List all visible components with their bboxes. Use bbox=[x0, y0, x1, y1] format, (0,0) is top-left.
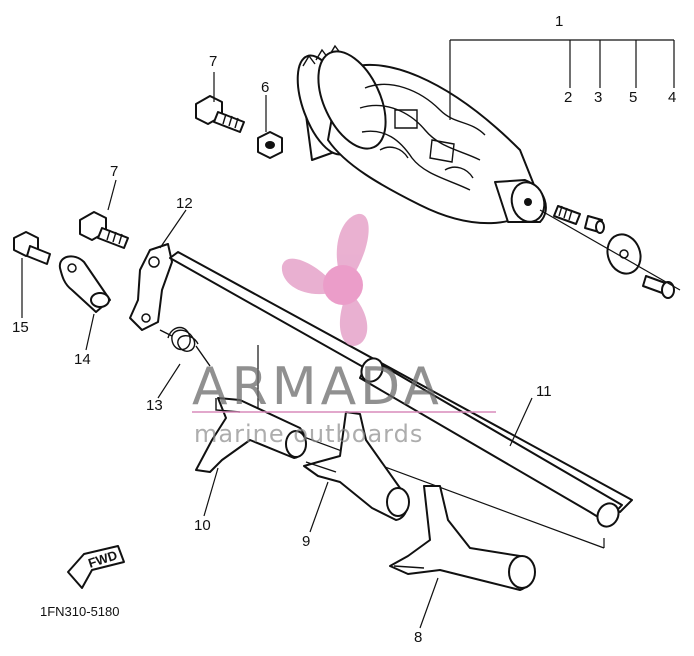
callout-3: 3 bbox=[594, 89, 602, 106]
callout-7-lower: 7 bbox=[110, 163, 118, 180]
plate-screw bbox=[642, 275, 675, 299]
callout-2: 2 bbox=[564, 89, 572, 106]
shift-drum bbox=[296, 44, 547, 225]
shift-fork-9 bbox=[303, 411, 410, 521]
callout-4: 4 bbox=[668, 89, 676, 106]
nut bbox=[257, 131, 283, 159]
callout-9: 9 bbox=[302, 533, 310, 550]
callout-1-bracket bbox=[449, 39, 675, 120]
watermark-subtitle: marine outboards bbox=[194, 420, 423, 448]
bolt-15 bbox=[13, 231, 51, 265]
shift-fork-8 bbox=[389, 485, 536, 591]
callout-10: 10 bbox=[194, 517, 211, 534]
shift-fork-shaft bbox=[169, 251, 633, 528]
callout-7-upper: 7 bbox=[209, 53, 217, 70]
callouts: 1 2 3 5 4 6 7 7 12 15 14 13 11 10 9 8 bbox=[12, 13, 676, 646]
callout-14: 14 bbox=[74, 351, 91, 368]
shift-fork-10 bbox=[195, 397, 307, 473]
callout-8: 8 bbox=[414, 629, 422, 646]
propeller-logo-icon bbox=[281, 213, 369, 346]
drum-pin-spring bbox=[553, 205, 581, 225]
callout-13: 13 bbox=[146, 397, 163, 414]
spring bbox=[159, 326, 211, 367]
stopper-lever bbox=[58, 255, 111, 313]
bolt-lower bbox=[79, 211, 129, 249]
diagram-code: 1FN310-5180 bbox=[40, 604, 120, 619]
shift-lever-plate bbox=[129, 243, 173, 331]
callout-1: 1 bbox=[555, 13, 563, 30]
callout-11: 11 bbox=[536, 383, 552, 400]
callout-15: 15 bbox=[12, 319, 29, 336]
bolt-upper bbox=[195, 95, 245, 133]
leader-lines bbox=[21, 72, 533, 629]
watermark-title: ARMADA bbox=[192, 357, 443, 417]
callout-12: 12 bbox=[176, 195, 193, 212]
drum-pin bbox=[584, 215, 605, 234]
fwd-arrow-icon: FWD bbox=[67, 545, 125, 589]
segment-plate bbox=[606, 233, 642, 275]
armada-watermark: ARMADA marine outboards bbox=[192, 213, 496, 448]
callout-6: 6 bbox=[261, 79, 269, 96]
callout-5: 5 bbox=[629, 89, 637, 106]
